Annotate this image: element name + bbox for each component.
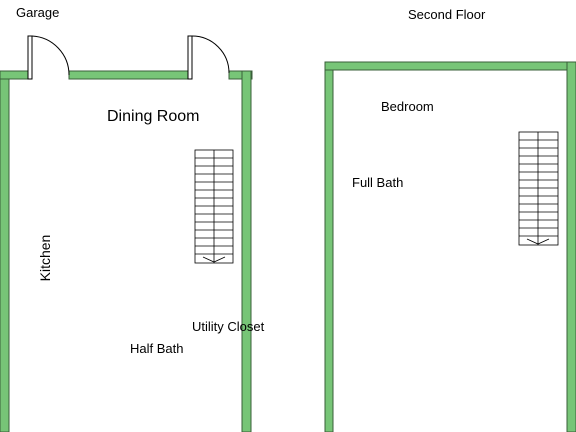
label-second-floor: Second Floor: [408, 7, 486, 22]
label-dining-room: Dining Room: [107, 108, 200, 125]
wall-left: [324, 61, 334, 432]
wall-top-middle: [68, 70, 189, 80]
second-floor-walls: [324, 61, 576, 432]
stairs-icon: [518, 131, 559, 246]
door-swing-icon: [31, 35, 230, 76]
label-bedroom: Bedroom: [381, 99, 434, 114]
stairs-icon: [194, 149, 234, 264]
wall-top-left: [0, 70, 29, 80]
wall-right: [241, 70, 252, 432]
label-full-bath: Full Bath: [352, 175, 404, 190]
door-jambs: [27, 35, 193, 80]
wall-right: [566, 61, 576, 432]
label-half-bath: Half Bath: [130, 341, 184, 356]
wall-top: [324, 61, 576, 71]
label-utility-closet: Utility Closet: [192, 319, 265, 334]
label-kitchen: Kitchen: [37, 234, 53, 282]
wall-left: [0, 70, 10, 432]
wall-top-right: [228, 70, 253, 80]
label-garage: Garage: [16, 5, 60, 20]
first-floor-walls: [0, 70, 253, 432]
